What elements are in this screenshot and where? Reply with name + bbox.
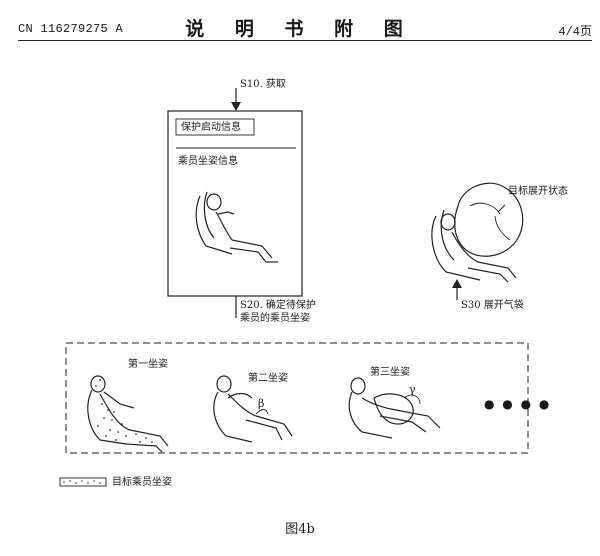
third-posture-figure [348,377,441,439]
posture-info-label: 乘员坐姿信息 [178,156,238,167]
s30-arrow [452,279,462,300]
step-s30-label: S30 展开气袋 [461,300,524,311]
publication-number: CN 116279275 A [18,22,124,36]
header-rule [18,40,592,41]
first-posture-label: 第一坐姿 [128,359,168,370]
second-posture-label: 第二坐姿 [248,373,288,384]
seated-occupant-figure [195,191,278,263]
more-postures-ellipsis: ● ● ● ● [484,397,552,411]
figure-caption: 图4b [285,522,315,537]
step-panel [167,110,303,297]
airbag-target-pointer [494,204,511,241]
protect-info-label: 保护启动信息 [181,122,241,133]
s10-arrow [231,88,241,111]
posture-candidates-box [65,342,529,454]
third-posture-label: 第三坐姿 [370,367,410,378]
second-posture-figure [213,375,293,443]
step-s20-label: S20. 确定待保护乘员的乘员坐姿 [240,300,316,324]
step-s10-label: S10. 获取 [240,79,286,90]
angle-gamma-label: γ [409,383,416,396]
angle-beta-label: β [258,397,265,410]
beta-arc [255,409,269,415]
document-title: 说 明 书 附 图 [185,18,415,40]
legend-label: 目标乘员坐姿 [112,477,172,488]
protect-info-box [175,118,255,136]
gamma-arc [403,394,421,405]
first-posture-figure [87,375,169,453]
legend-swatch [59,477,107,487]
page-number: 4/4页 [558,25,592,39]
airbag-deployed-figure [431,182,524,283]
target-state-label: 目标展开状态 [508,186,568,197]
